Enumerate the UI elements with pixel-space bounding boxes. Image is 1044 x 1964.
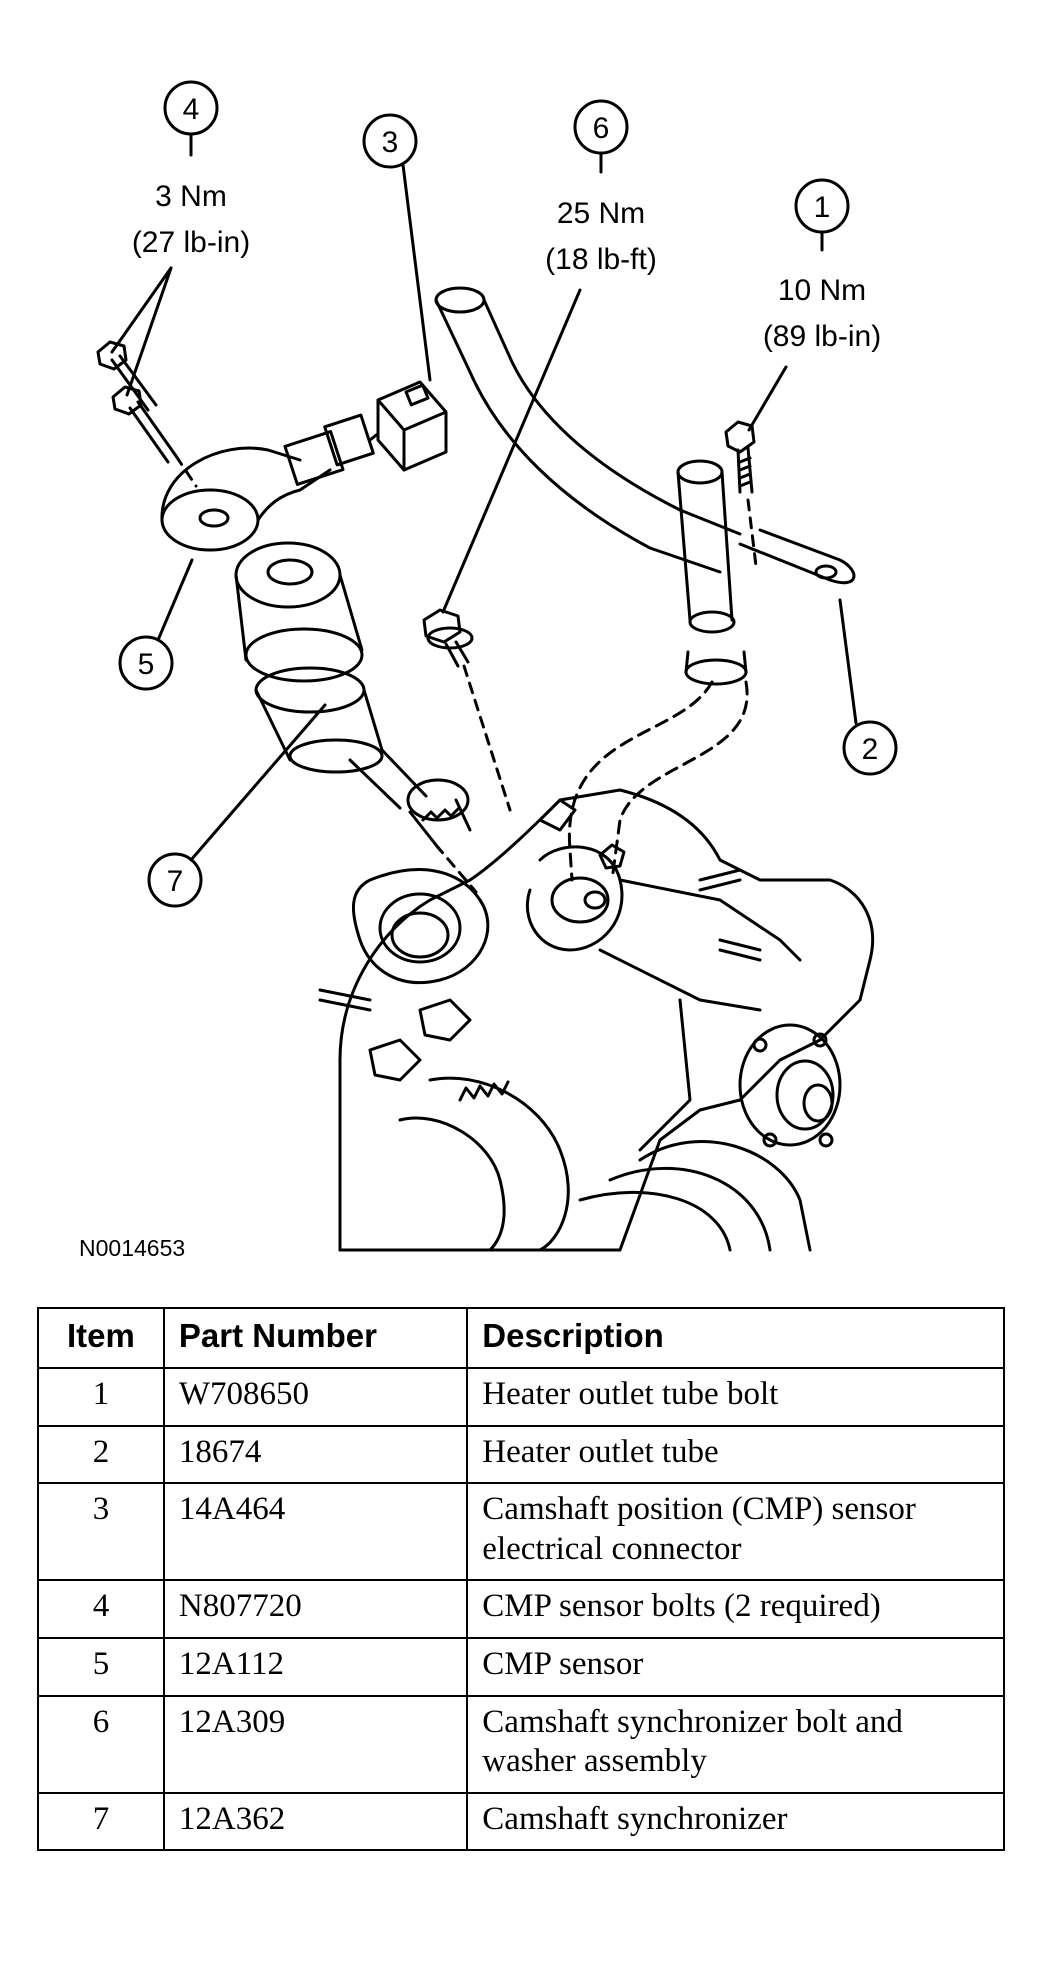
row-item: 7 (37, 1791, 165, 1852)
callout-6-torque-lb: (18 lb-ft) (545, 243, 657, 276)
row-item: 3 (37, 1482, 165, 1582)
row-description: Heater outlet tube (466, 1424, 1005, 1485)
callout-4-torque-nm: 3 Nm (155, 180, 227, 213)
table-row: 7 12A362 Camshaft synchronizer (37, 1791, 1005, 1852)
row-part-number: 18674 (162, 1424, 469, 1485)
heater-tube-bolt (724, 420, 758, 568)
row-description: Camshaft synchronizer bolt and washer as… (466, 1694, 1005, 1794)
camshaft-synchronizer (234, 541, 478, 894)
svg-text:4: 4 (183, 93, 200, 126)
row-part-number: 12A112 (162, 1636, 469, 1697)
cmp-connector (376, 380, 448, 472)
synchronizer-bolt (422, 608, 512, 812)
table-row: 3 14A464 Camshaft position (CMP) sensor … (37, 1482, 1005, 1582)
table-row: 1 W708650 Heater outlet tube bolt (37, 1367, 1005, 1427)
callout-5: 5 (118, 558, 194, 691)
diagram-drawing: 4 3 6 1 (96, 80, 898, 1252)
parts-table: Item Part Number Description 1 W708650 H… (37, 1307, 1005, 1852)
row-part-number: N807720 (162, 1579, 469, 1639)
table-row: 4 N807720 CMP sensor bolts (2 required) (37, 1579, 1005, 1639)
row-item: 4 (37, 1579, 165, 1639)
engine-front-cover (318, 788, 875, 1252)
row-description: CMP sensor (466, 1636, 1005, 1697)
svg-text:3: 3 (382, 126, 399, 159)
row-description: Heater outlet tube bolt (466, 1367, 1005, 1427)
callout-4-torque-lb: (27 lb-in) (132, 226, 250, 259)
svg-text:5: 5 (138, 648, 155, 681)
row-item: 6 (37, 1694, 165, 1794)
svg-text:7: 7 (167, 865, 184, 898)
header-description: Description (466, 1307, 1005, 1369)
exploded-diagram: 4 3 6 1 (96, 80, 898, 1252)
row-description: Camshaft synchronizer (466, 1791, 1005, 1852)
row-part-number: 12A309 (162, 1694, 469, 1794)
callout-6: 6 (441, 99, 629, 614)
callout-1-torque-lb: (89 lb-in) (763, 320, 881, 353)
svg-text:2: 2 (862, 733, 879, 766)
row-part-number: 12A362 (162, 1791, 469, 1852)
cmp-sensor-bolts (96, 340, 198, 488)
figure-id: N0014653 (79, 1235, 186, 1261)
row-description: CMP sensor bolts (2 required) (466, 1579, 1005, 1639)
svg-text:1: 1 (814, 191, 831, 224)
table-header-row: Item Part Number Description (37, 1307, 1005, 1369)
row-description: Camshaft position (CMP) sensor electrica… (466, 1482, 1005, 1582)
cmp-sensor (160, 413, 382, 552)
table-row: 5 12A112 CMP sensor (37, 1636, 1005, 1697)
table-row: 6 12A309 Camshaft synchronizer bolt and … (37, 1694, 1005, 1794)
svg-text:6: 6 (593, 112, 610, 145)
row-item: 2 (37, 1424, 165, 1485)
callout-1-torque-nm: 10 Nm (778, 274, 866, 307)
row-part-number: W708650 (162, 1367, 469, 1427)
header-item: Item (37, 1307, 165, 1369)
row-item: 5 (37, 1636, 165, 1697)
row-part-number: 14A464 (162, 1482, 469, 1582)
callout-3: 3 (362, 113, 432, 382)
table-row: 2 18674 Heater outlet tube (37, 1424, 1005, 1485)
callout-6-torque-nm: 25 Nm (557, 197, 645, 230)
heater-outlet-tube (434, 286, 856, 882)
callout-7: 7 (147, 703, 327, 908)
callout-2: 2 (838, 598, 898, 776)
row-item: 1 (37, 1367, 165, 1427)
callout-1: 1 (747, 178, 850, 432)
header-part-number: Part Number (162, 1307, 469, 1369)
